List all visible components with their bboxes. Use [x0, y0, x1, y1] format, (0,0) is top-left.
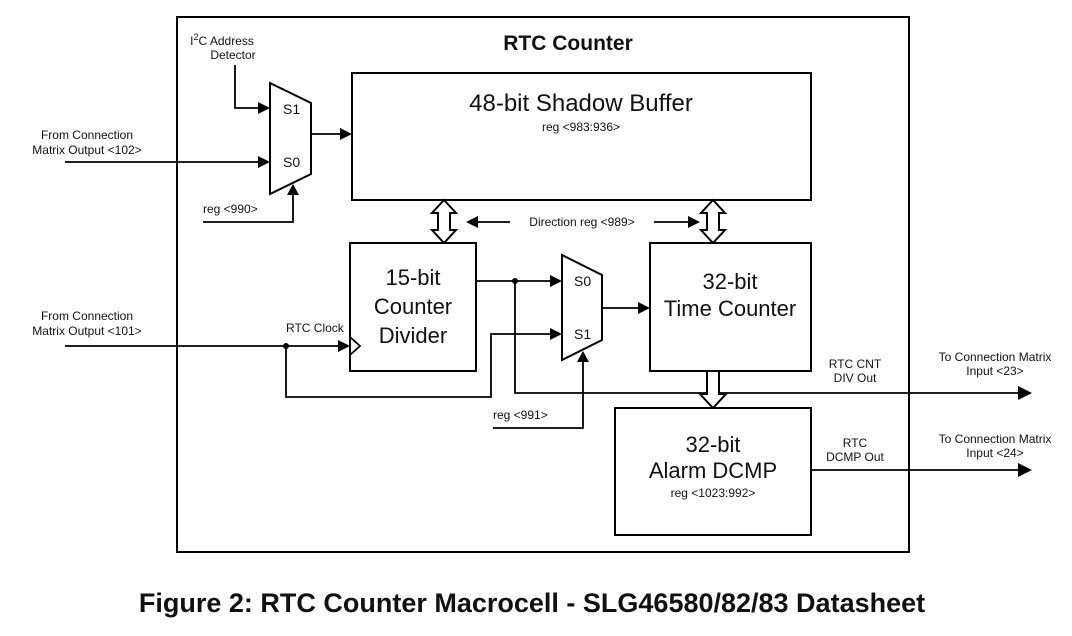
mux-top-s0-label: S0 — [283, 154, 300, 170]
cnt-div-out-label-1: RTC CNT — [829, 357, 882, 371]
input-102-label-2: Matrix Output <102> — [32, 143, 141, 157]
i2c-to-s1-arrow — [258, 102, 270, 114]
input-101-label-1: From Connection — [41, 309, 133, 323]
input-102-arrow — [258, 156, 270, 168]
dcmp-out-label-2: DCMP Out — [826, 450, 884, 464]
mux-bottom-reg-arrow — [577, 351, 589, 362]
alarm-dcmp-label-2: Alarm DCMP — [649, 458, 777, 483]
buffer-divider-bus — [429, 198, 459, 245]
dcmp-out-label-1: RTC — [843, 436, 868, 450]
rtc-clock-label: RTC Clock — [286, 321, 345, 335]
output-23-label-2: Input <23> — [966, 364, 1023, 378]
i2c-to-s1-line — [234, 65, 258, 109]
alarm-dcmp-label-1: 32-bit — [685, 432, 740, 457]
time-counter-label-2: Time Counter — [664, 296, 796, 321]
counter-divider-label-3: Divider — [379, 323, 447, 348]
mux-bottom-s0-label: S0 — [574, 273, 591, 289]
clock-to-mux-s1-line — [285, 333, 550, 398]
cnt-div-out-line — [514, 281, 1018, 394]
mux-top-to-buffer-arrow — [340, 128, 352, 140]
counter-divider-block — [349, 242, 477, 372]
cnt-div-out-label-2: DIV Out — [834, 371, 877, 385]
output-24-label-2: Input <24> — [966, 446, 1023, 460]
shadow-buffer-reg: reg <983:936> — [542, 120, 620, 134]
diagram-title: RTC Counter — [503, 32, 633, 55]
divider-clock-marker — [349, 336, 362, 356]
time-counter-block — [649, 242, 812, 372]
mux-top — [269, 81, 312, 196]
mux-top-reg-arrow — [287, 184, 299, 195]
mux-top-reg-label: reg <990> — [203, 202, 258, 216]
mux-bottom — [561, 253, 603, 362]
divider-to-mux-s0-arrow — [550, 275, 562, 287]
output-24-label-1: To Connection Matrix — [939, 432, 1052, 446]
clock-to-mux-s1-arrow — [550, 328, 562, 340]
i2c-detector-label: I2C Address — [190, 32, 254, 48]
output-23-label-1: To Connection Matrix — [939, 350, 1052, 364]
mux-top-s1-label: S1 — [283, 101, 300, 117]
mux-top-reg-line — [203, 189, 294, 223]
rtc-counter-frame — [176, 16, 910, 553]
mux-bottom-reg-label: reg <991> — [493, 408, 548, 422]
dcmp-out-arrow — [1018, 463, 1032, 477]
mux-bottom-s1-label: S1 — [574, 326, 591, 342]
figure-caption: Figure 2: RTC Counter Macrocell - SLG465… — [139, 588, 925, 618]
alarm-dcmp-block — [614, 407, 812, 536]
input-102-label-1: From Connection — [41, 128, 133, 142]
direction-arrow-right — [688, 216, 700, 228]
mux-bottom-reg-line — [493, 356, 584, 429]
cnt-div-out-arrow — [1018, 386, 1032, 400]
direction-reg-label: Direction reg <989> — [529, 215, 634, 229]
i2c-detector-label-2: Detector — [210, 48, 255, 62]
rtc-clock-arrow — [338, 340, 350, 352]
shadow-buffer-block — [351, 72, 812, 201]
counter-to-alarm-bus — [697, 370, 729, 410]
counter-divider-label-2: Counter — [374, 294, 452, 319]
input-101-label-2: Matrix Output <101> — [32, 324, 141, 338]
counter-divider-label-1: 15-bit — [385, 265, 440, 290]
shadow-buffer-label: 48-bit Shadow Buffer — [469, 90, 693, 117]
alarm-dcmp-reg: reg <1023:992> — [671, 486, 756, 500]
mux-bottom-to-counter-arrow — [638, 302, 650, 314]
buffer-time-counter-bus — [698, 198, 728, 245]
direction-arrow-left — [466, 216, 478, 228]
time-counter-label-1: 32-bit — [702, 269, 757, 294]
